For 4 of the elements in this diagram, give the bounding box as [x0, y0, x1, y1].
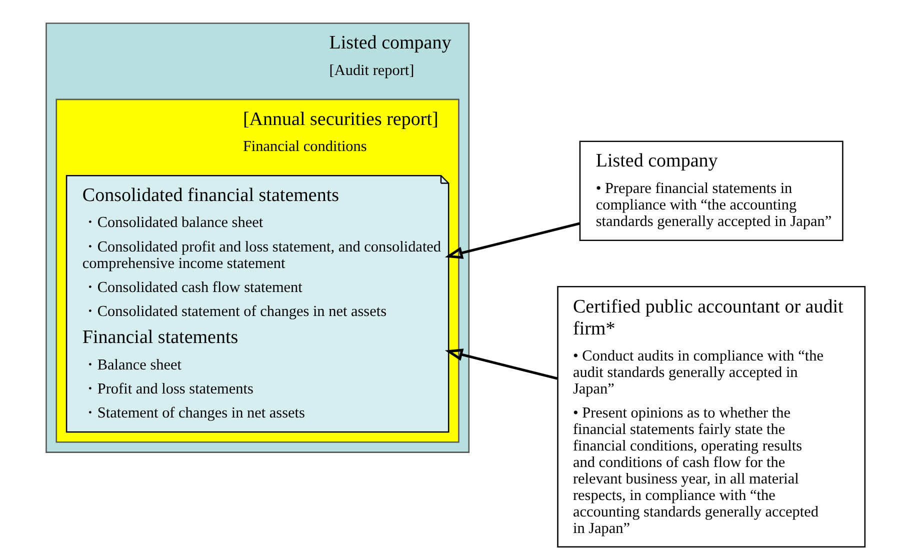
node-box: Listed company • Prepare financial statements in compliance with “the accounting standards generally accepted in Japan” [578, 140, 843, 241]
node-box: Certified public accountant or audit firm* • Conduct audits in compliance with “the audit standards generally accepted in Japan” • Present opinions as to whether the financial statements fairly state the financial conditions, operating results and conditions of cash flow for the relevant business year, in all material respects, in compliance with “the accounting standards generally accepted in Japan” [556, 286, 866, 548]
arrow [444, 348, 558, 380]
arrow [444, 222, 580, 259]
